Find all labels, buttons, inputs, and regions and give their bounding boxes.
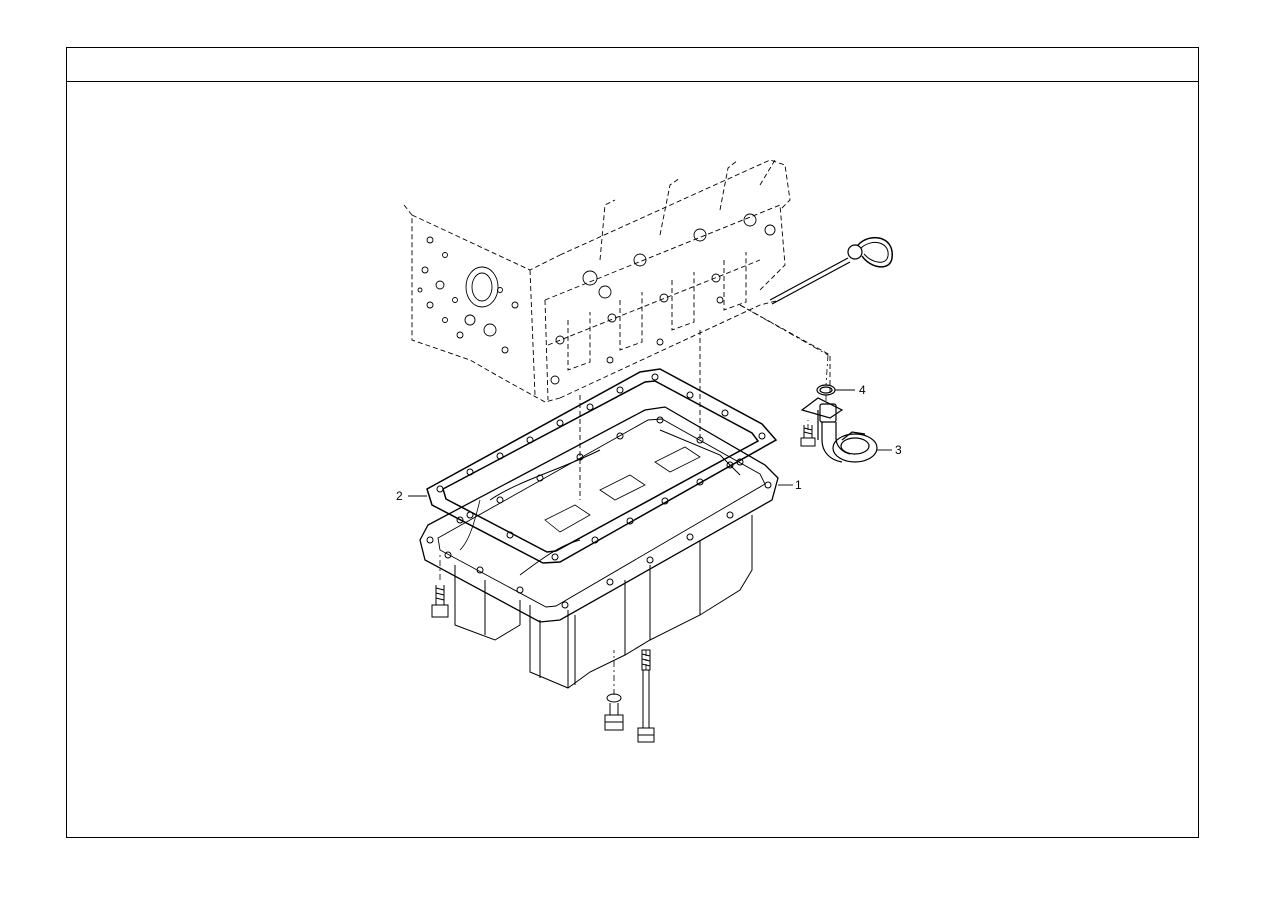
engine-block bbox=[403, 159, 831, 500]
pan-bolt-left bbox=[431, 585, 449, 618]
callout-3: 3 bbox=[895, 443, 902, 457]
drain-plug bbox=[604, 693, 624, 731]
strainer-bolt bbox=[800, 425, 816, 447]
title-bar bbox=[67, 48, 1198, 82]
o-ring bbox=[816, 384, 836, 396]
callout-2: 2 bbox=[396, 489, 403, 503]
long-bolt bbox=[637, 649, 655, 743]
oil-pan-gasket bbox=[426, 368, 778, 564]
oil-pan bbox=[419, 406, 779, 689]
leader-lines bbox=[408, 389, 892, 497]
callout-4: 4 bbox=[859, 383, 866, 397]
callout-1: 1 bbox=[795, 478, 802, 492]
dipstick bbox=[769, 236, 893, 305]
oil-strainer bbox=[800, 397, 878, 463]
drawing-frame bbox=[66, 47, 1199, 838]
engine-block-holes bbox=[417, 213, 776, 385]
